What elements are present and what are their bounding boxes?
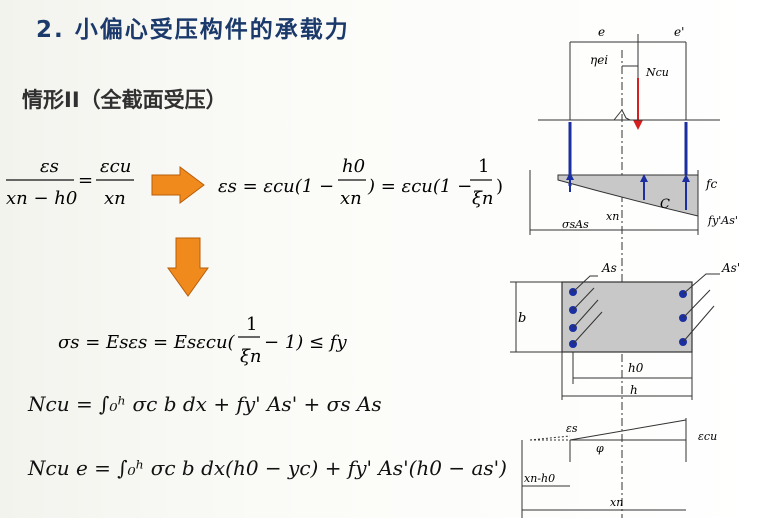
f2-part-b: ) = εcu(1 − [367, 176, 472, 197]
label-fy-as: fy'As' [707, 214, 738, 227]
down-arrow-icon [167, 237, 209, 297]
f3-part-a: σs = Esεs = Esεcu( [58, 332, 236, 353]
load-arrow-icon [633, 120, 643, 130]
label-b: b [518, 311, 526, 326]
f2-part-c: ) [496, 176, 503, 197]
f3-numerator: 1 [246, 314, 257, 335]
label-eps-cu: εcu [698, 430, 717, 443]
f1-denominator-left: xn − h0 [6, 188, 77, 209]
label-ncu: Ncu [645, 66, 669, 79]
f1-equals: = [78, 170, 93, 191]
label-as-prime: As' [721, 261, 740, 275]
f1-denominator-right: xn [104, 188, 126, 209]
label-e: e [598, 25, 605, 39]
label-c: C [660, 197, 670, 212]
label-sigma-s-as: σsAs [562, 218, 589, 231]
label-phi: φ [596, 442, 604, 455]
right-arrow-icon [151, 166, 205, 204]
stress-formula: σs = Esεs = Esεcu( 1 ξn − 1) ≤ fy [58, 314, 347, 367]
label-as: As [601, 261, 617, 275]
axial-force-equation: Ncu = ∫₀ʰ σc b dx + fy' As' + σs As [28, 392, 382, 416]
strain-formula: εs = εcu(1 − h0 xn ) = εcu(1 − 1 ξn ) [218, 156, 503, 209]
f3-denominator: ξn [240, 346, 262, 367]
label-xn: xn [606, 210, 619, 223]
label-eps-s: εs [566, 422, 578, 435]
f1-numerator-right: εcu [100, 156, 131, 177]
label-eta-ei: ηei [590, 53, 608, 67]
moment-equation: Ncu e = ∫₀ʰ σc b dx(h0 − yc) + fy' As'(h… [28, 456, 507, 480]
strain-ratio-formula: εs xn − h0 = εcu xn [6, 156, 134, 209]
label-xn-h0: xn-h0 [524, 472, 555, 485]
f2-part-a: εs = εcu(1 − [218, 176, 334, 197]
page-title: 2. 小偏心受压构件的承载力 [36, 17, 350, 43]
f1-numerator-left: εs [40, 156, 59, 177]
f2-denominator: xn [340, 188, 362, 209]
f2-numerator2: 1 [478, 156, 489, 177]
case-subtitle: 情形II（全截面受压） [22, 88, 227, 112]
f2-denominator2: ξn [472, 188, 494, 209]
f3-part-b: − 1) ≤ fy [264, 332, 347, 353]
f2-numerator: h0 [342, 156, 365, 177]
label-e-prime: e' [674, 25, 684, 39]
label-h: h [630, 383, 638, 397]
label-fc: fc [705, 177, 717, 191]
section-diagram: e e' ηei Ncu fc C σsAs xn fy'As' As As' … [510, 25, 740, 518]
label-xn-bottom: xn [610, 496, 623, 509]
cross-section [561, 281, 693, 353]
label-h0: h0 [628, 361, 644, 375]
